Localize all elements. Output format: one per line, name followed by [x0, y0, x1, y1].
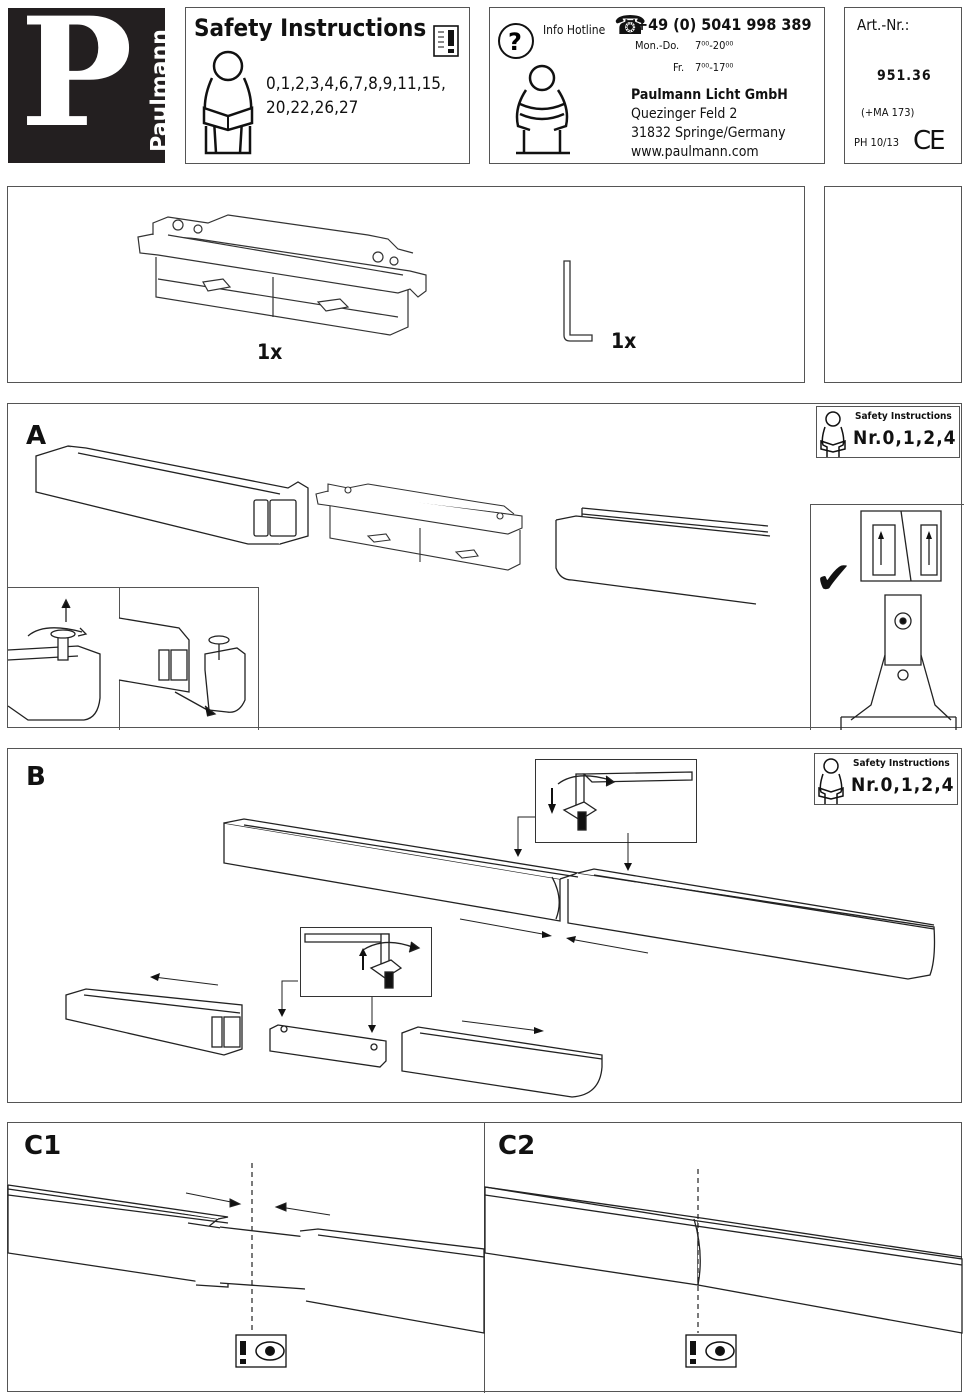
article-ma: (+MA 173) [861, 106, 915, 119]
hex-key-detail-top [535, 759, 697, 843]
connector-illustration-a [315, 483, 523, 571]
article-ph: PH 10/13 [854, 136, 900, 149]
safety-badge-number: Nr.0,1,2,4 [853, 427, 957, 449]
section-c2-label: C2 [498, 1131, 536, 1161]
safety-badge-a: Safety Instructions Nr.0,1,2,4 [816, 406, 960, 458]
safety-title: Safety Instructions [194, 14, 427, 42]
key-quantity: 1x [611, 329, 637, 353]
correct-orientation-illustration [840, 510, 957, 730]
company-web[interactable]: www.paulmann.com [631, 144, 759, 160]
company-name: Paulmann Licht GmbH [631, 87, 788, 103]
checkmark-icon: ✔ [815, 553, 852, 604]
disassembled-parts-illustration [65, 988, 603, 1098]
ce-mark: CE [913, 126, 946, 156]
detail-panel-remove-screw [7, 587, 120, 730]
hotline-box: ? Info Hotline ☎ +49 (0) 5041 998 389 Mo… [489, 7, 825, 164]
safety-instructions-box: Safety Instructions 0,1,2,3,4,6,7,8,9,11… [185, 7, 470, 164]
warning-eye-icon-c2 [685, 1334, 737, 1368]
assembled-track-illustration [223, 818, 936, 980]
article-label: Art.-Nr.: [857, 16, 910, 34]
contents-side-box [824, 186, 962, 383]
b-arrows [150, 816, 649, 1034]
section-c: C1 C2 [7, 1122, 963, 1393]
phone-icon: ☎ [614, 11, 647, 41]
connector-quantity: 1x [257, 340, 283, 364]
section-b-label: B [26, 762, 46, 792]
cap-removal-illustration [118, 617, 246, 717]
company-street: Quezinger Feld 2 [631, 106, 738, 122]
hotline-phone: +49 (0) 5041 998 389 [636, 15, 812, 34]
hex-key-detail-bottom [300, 927, 432, 997]
document-warning-icon [433, 25, 459, 57]
company-city: 31832 Springe/Germany [631, 125, 786, 141]
hotline-label: Info Hotline [543, 23, 606, 37]
logo-box: P Paulmann [8, 0, 173, 163]
c1-joining-illustration [7, 1163, 485, 1334]
allen-key-illustration [563, 260, 593, 342]
screw-removal-illustration [7, 598, 101, 721]
svg-text:?: ? [508, 28, 522, 56]
section-a: A Safety Instructions Nr.0,1,2,4 [7, 403, 964, 730]
reading-person-icon [818, 758, 844, 804]
hex-key-loosening-illustration [304, 933, 421, 989]
hours-friday-label: Fr. [673, 61, 685, 74]
safety-numbers-line2: 20,22,26,27 [266, 98, 359, 118]
safety-badge-title: Safety Instructions [855, 411, 952, 422]
question-person-icon: ? [498, 23, 570, 155]
section-b: B Safety Instructions Nr.0,1,2,4 [7, 748, 962, 1103]
safety-badge-title: Safety Instructions [853, 758, 950, 769]
c2-joined-illustration [484, 1169, 963, 1334]
reading-person-icon [202, 50, 254, 155]
article-box: Art.-Nr.: 951.36 (+MA 173) PH 10/13 CE [844, 7, 962, 164]
hours-weekday: 7⁰⁰-20⁰⁰ [695, 39, 734, 52]
section-c1-label: C1 [24, 1131, 62, 1161]
hex-key-tightening-illustration [548, 771, 693, 831]
hours-weekday-label: Mon.-Do. [635, 39, 680, 52]
reading-person-icon [820, 411, 846, 457]
detail-panel-correct-orientation: ✔ [810, 504, 964, 730]
detail-panel-remove-cap [118, 587, 259, 730]
warning-eye-icon-c1 [235, 1334, 287, 1368]
safety-badge-b: Safety Instructions Nr.0,1,2,4 [814, 753, 958, 805]
logo-letter: P [20, 0, 133, 161]
track-rail-illustration [35, 445, 309, 545]
end-cap-rail-illustration [555, 507, 771, 605]
safety-numbers-line1: 0,1,2,3,4,6,7,8,9,11,15, [266, 74, 446, 94]
article-number: 951.36 [877, 68, 932, 84]
section-a-label: A [26, 421, 47, 451]
safety-badge-number: Nr.0,1,2,4 [851, 774, 955, 796]
hours-friday: 7⁰⁰-17⁰⁰ [695, 61, 734, 74]
logo-brand: Paulmann [147, 29, 173, 152]
connector-illustration [137, 214, 427, 336]
contents-box: 1x 1x [7, 186, 805, 383]
